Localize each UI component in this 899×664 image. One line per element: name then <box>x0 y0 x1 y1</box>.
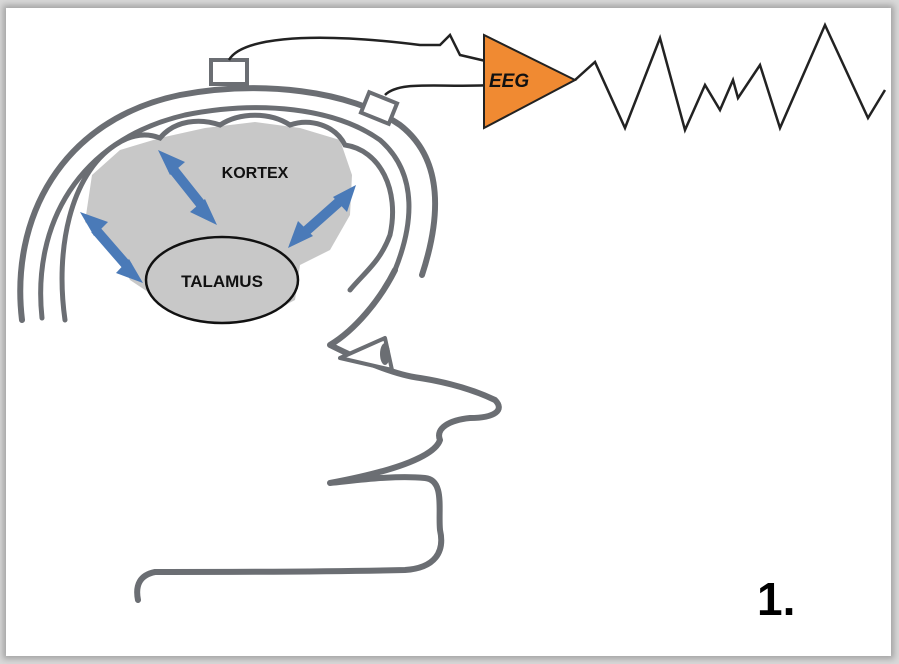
eeg-amplifier-label: EEG <box>489 71 529 92</box>
cortex-label: KORTEX <box>222 165 289 182</box>
figure-number: 1. <box>757 573 795 625</box>
head-eeg-diagram: EEG TALAMUS KORTEX 1. <box>6 8 891 656</box>
eeg-signal-trace <box>575 25 885 130</box>
electrode-wire-2 <box>385 85 495 95</box>
eye-iris <box>380 343 390 365</box>
electrode-wire-1 <box>229 35 490 62</box>
electrode-top <box>211 60 247 84</box>
thalamus-label: TALAMUS <box>181 272 263 291</box>
electrode-right <box>361 92 397 124</box>
figure-frame: EEG TALAMUS KORTEX 1. <box>6 8 891 656</box>
